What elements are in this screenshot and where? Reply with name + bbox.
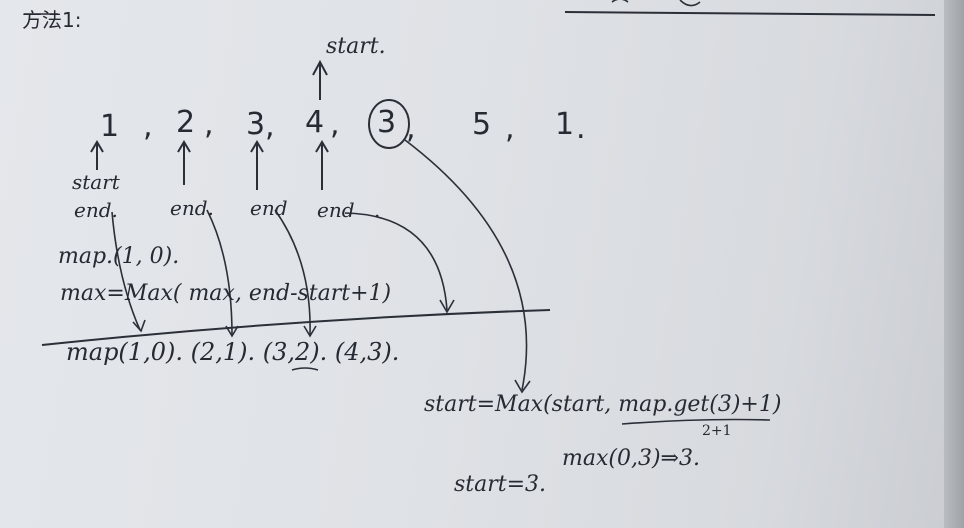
- array-separator: ,: [505, 111, 515, 146]
- arrow-to-entry-4: [344, 212, 448, 311]
- array-value: 2: [176, 105, 196, 140]
- arrow-to-entry-1: [111, 211, 141, 331]
- end-label: end.: [170, 196, 214, 220]
- end-label: end.: [74, 198, 118, 222]
- arrow-under-2-head: [177, 140, 191, 153]
- array-value: 1: [555, 107, 575, 142]
- arrow-to-entry-1-head: [132, 319, 146, 333]
- arrow-to-entry-3-head: [303, 325, 317, 338]
- arrow-to-entry-4-head: [439, 299, 455, 314]
- arrow-start-top-head: [312, 59, 328, 76]
- paper-edge: [944, 0, 964, 528]
- end-label: end: [250, 196, 288, 220]
- end-label-period: .: [374, 198, 381, 222]
- arrow-circle-to-formula-head: [514, 379, 531, 394]
- method-heading: 方法1:: [22, 8, 82, 32]
- array-separator: ,: [330, 107, 340, 142]
- array-separator: ,: [265, 109, 275, 144]
- start-formula: start=Max(start, map.get(3)+1): [424, 392, 782, 417]
- map-state: map(1,0). (2,1). (3,2). (4,3).: [66, 338, 400, 366]
- array-separator: ,: [143, 109, 153, 144]
- array-value: 3: [246, 107, 266, 142]
- arrow-to-entry-3: [274, 209, 311, 336]
- top-right-scribble: [611, 0, 701, 7]
- arrow-under-3-head: [250, 140, 264, 153]
- array-terminator: .: [576, 111, 586, 146]
- underline-map-get: [621, 418, 771, 425]
- end-label: end: [317, 198, 355, 222]
- arrow-to-entry-2: [206, 209, 233, 336]
- map-init: map.(1, 0).: [58, 244, 180, 269]
- array-value: 5: [472, 107, 492, 142]
- array-separator: ,: [406, 111, 416, 146]
- start-formula-sub: 2+1: [702, 423, 732, 439]
- top-right-line: [564, 11, 936, 16]
- start-result: start=3.: [454, 472, 547, 497]
- start-top-label: start.: [326, 34, 386, 59]
- arrow-under-4-head: [315, 140, 329, 153]
- arrow-circle-to-formula: [404, 139, 528, 391]
- max-formula: max=Max( max, end-start+1): [60, 281, 392, 306]
- array-value-circled: 3: [377, 105, 397, 140]
- divider-line: [41, 309, 551, 346]
- array-separator: ,: [204, 107, 214, 142]
- max-example: max(0,3)⇒3.: [562, 446, 700, 471]
- arrow-to-entry-2-head: [225, 325, 239, 338]
- array-value: 4: [305, 105, 325, 140]
- underline-3: [291, 367, 319, 371]
- array-value: 1: [100, 109, 120, 144]
- circle-around-3: [368, 99, 410, 149]
- arrow-under-1-head: [90, 140, 104, 153]
- start-below-label: start: [72, 170, 120, 194]
